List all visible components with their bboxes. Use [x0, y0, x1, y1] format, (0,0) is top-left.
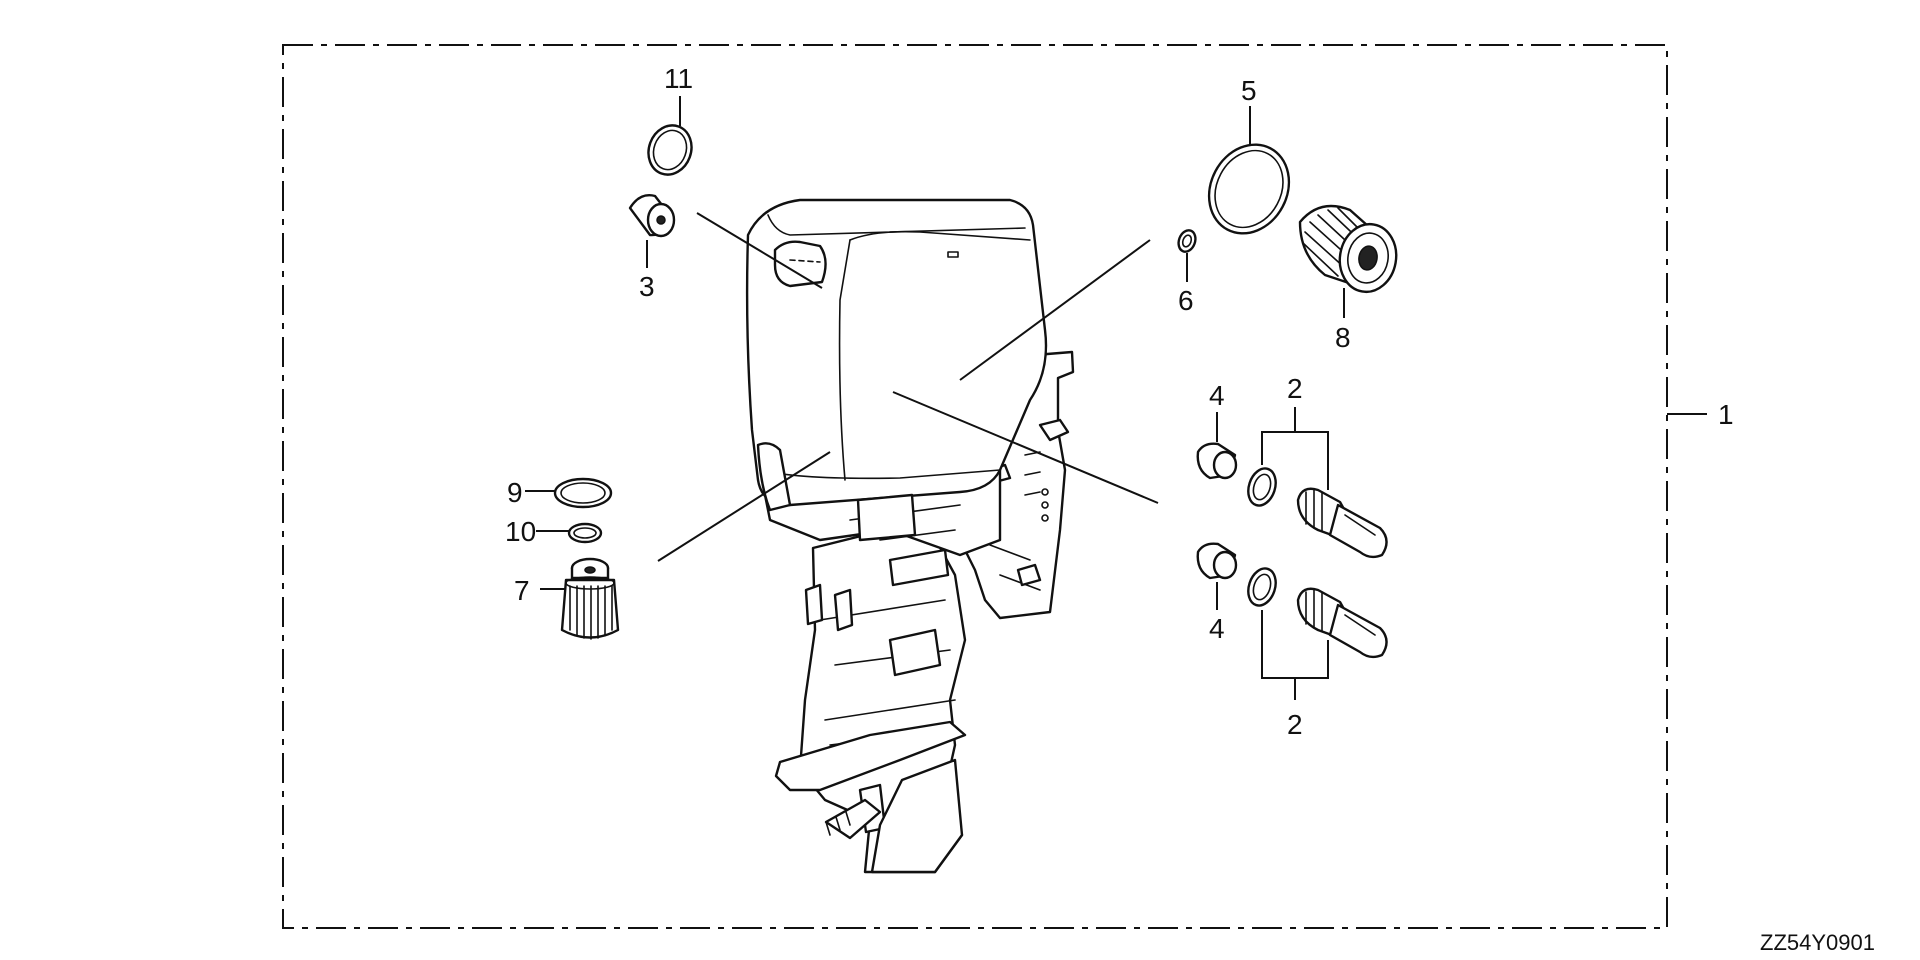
part-4-collar-upper — [1196, 442, 1238, 480]
part-5-o-ring — [1207, 143, 1291, 235]
diagram-code: ZZ54Y0901 — [1760, 930, 1875, 955]
callout-4-lower: 4 — [1209, 613, 1225, 644]
part-2-drain-plug-upper — [1247, 467, 1388, 559]
callout-7: 7 — [514, 575, 530, 606]
leader-3 — [696, 212, 823, 289]
callout-4-upper: 4 — [1209, 380, 1225, 411]
part-4-collar-lower — [1196, 542, 1238, 580]
part-6-washer — [1177, 229, 1197, 253]
part-11-o-ring — [647, 124, 693, 176]
leader-2-4 — [892, 391, 1159, 504]
part-9-o-ring — [553, 477, 613, 509]
callout-10: 10 — [505, 516, 536, 547]
bracket-2-lower — [1261, 610, 1329, 700]
callout-11: 11 — [664, 63, 693, 94]
callout-2-lower: 2 — [1287, 709, 1303, 740]
part-8-oil-filter — [1298, 204, 1398, 294]
part-2-drain-plug-lower — [1247, 567, 1388, 659]
callout-9: 9 — [507, 477, 523, 508]
leader-5-6 — [959, 239, 1151, 381]
callout-6: 6 — [1178, 285, 1194, 316]
leader-7-9-10 — [657, 451, 831, 562]
kit-boundary — [282, 44, 1668, 929]
callout-8: 8 — [1335, 322, 1351, 353]
callout-5: 5 — [1241, 75, 1257, 106]
callout-3: 3 — [639, 271, 655, 302]
callout-1: 1 — [1718, 399, 1734, 430]
part-3-bushing — [628, 194, 676, 238]
part-7-fuel-filter — [560, 557, 620, 640]
callout-2-upper: 2 — [1287, 373, 1303, 404]
bracket-2-upper — [1261, 407, 1329, 490]
part-10-o-ring — [567, 522, 603, 544]
outboard-motor-illustration — [745, 198, 1075, 874]
